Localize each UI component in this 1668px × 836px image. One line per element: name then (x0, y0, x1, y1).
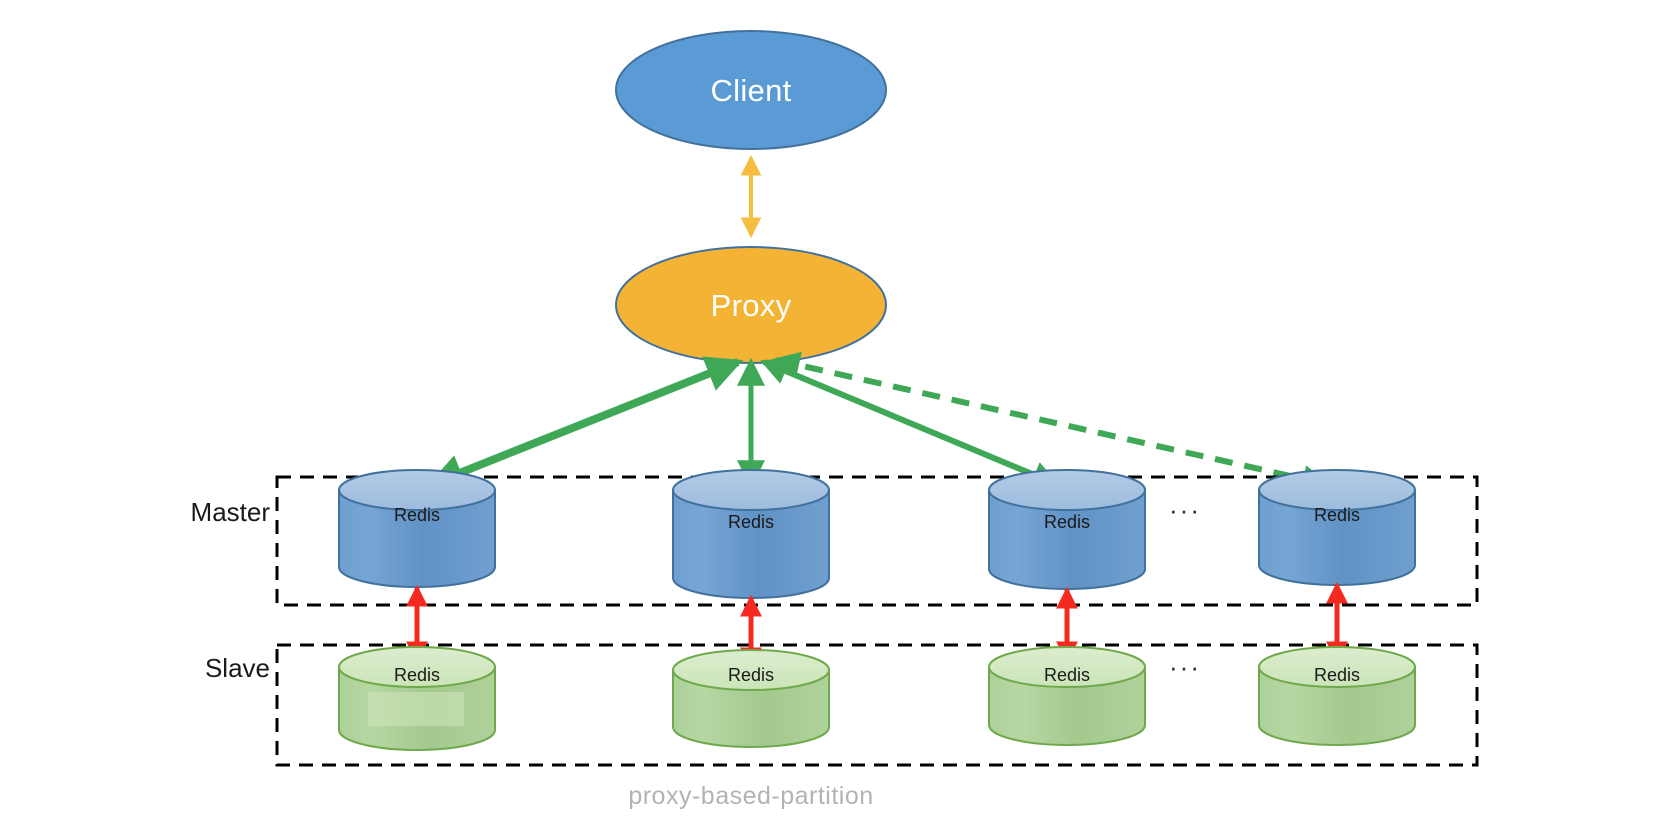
master-node-1[interactable] (338, 469, 496, 588)
slave-group-container (275, 643, 1479, 767)
master-node-3[interactable] (988, 469, 1146, 590)
connector-proxy-master-4 (771, 351, 1331, 493)
slave-node-3[interactable] (988, 646, 1146, 746)
slave-node-2[interactable] (672, 649, 830, 748)
slave-node-1[interactable] (338, 646, 496, 751)
master-group-container (275, 475, 1479, 607)
connector-proxy-master-3 (760, 358, 1060, 488)
slave-node-4[interactable] (1258, 646, 1416, 746)
connector-proxy-master-1 (426, 356, 744, 490)
client-node[interactable] (615, 30, 887, 150)
proxy-node[interactable] (615, 246, 887, 364)
master-node-4[interactable] (1258, 469, 1416, 586)
master-node-2[interactable] (672, 469, 830, 599)
